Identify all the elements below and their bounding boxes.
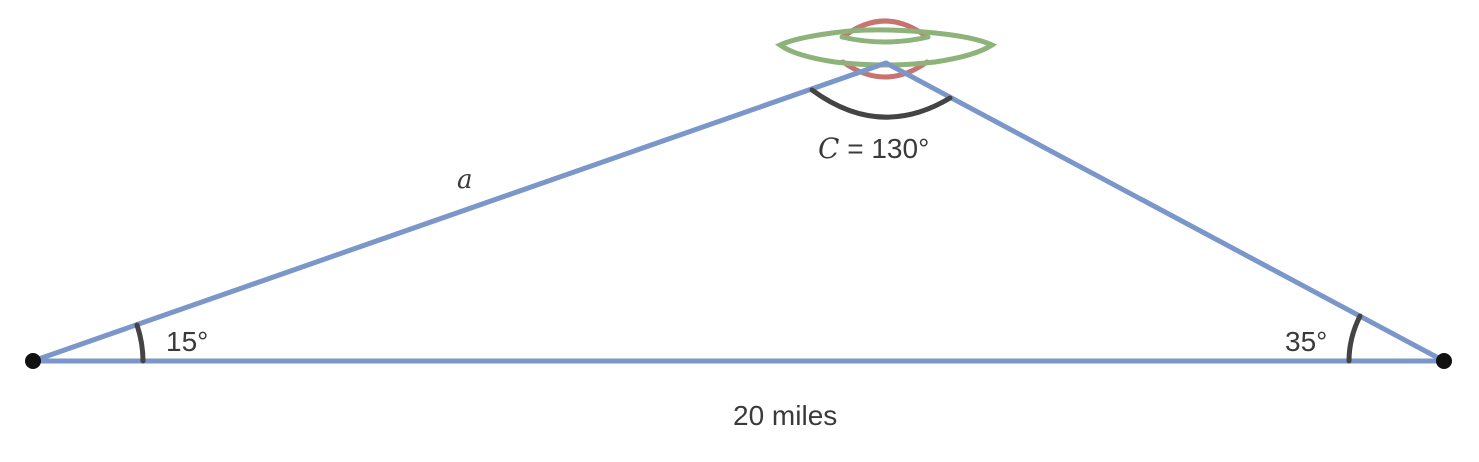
angle-top-variable: C (818, 132, 839, 165)
ufo-icon (775, 18, 998, 80)
angle-top-value: = 130° (839, 133, 929, 164)
angle-top-label: C = 130° (818, 132, 929, 165)
side-left (30, 60, 889, 364)
triangle (30, 60, 1447, 364)
base-length-label: 20 miles (733, 400, 837, 431)
ufo-dome-bottom (840, 59, 930, 80)
angle-arc-top (809, 87, 953, 120)
ufo-body (775, 27, 998, 68)
angle-left-label: 15° (166, 326, 208, 357)
vertex-right-dot-icon (1436, 353, 1452, 369)
side-left-label: a (457, 165, 473, 195)
angle-right-label: 35° (1285, 326, 1327, 357)
angle-arc-left (134, 322, 146, 364)
ufo-inner-band (839, 34, 931, 45)
side-right (883, 60, 1447, 364)
angle-arc-right (1346, 313, 1363, 364)
vertex-left-dot-icon (25, 353, 41, 369)
